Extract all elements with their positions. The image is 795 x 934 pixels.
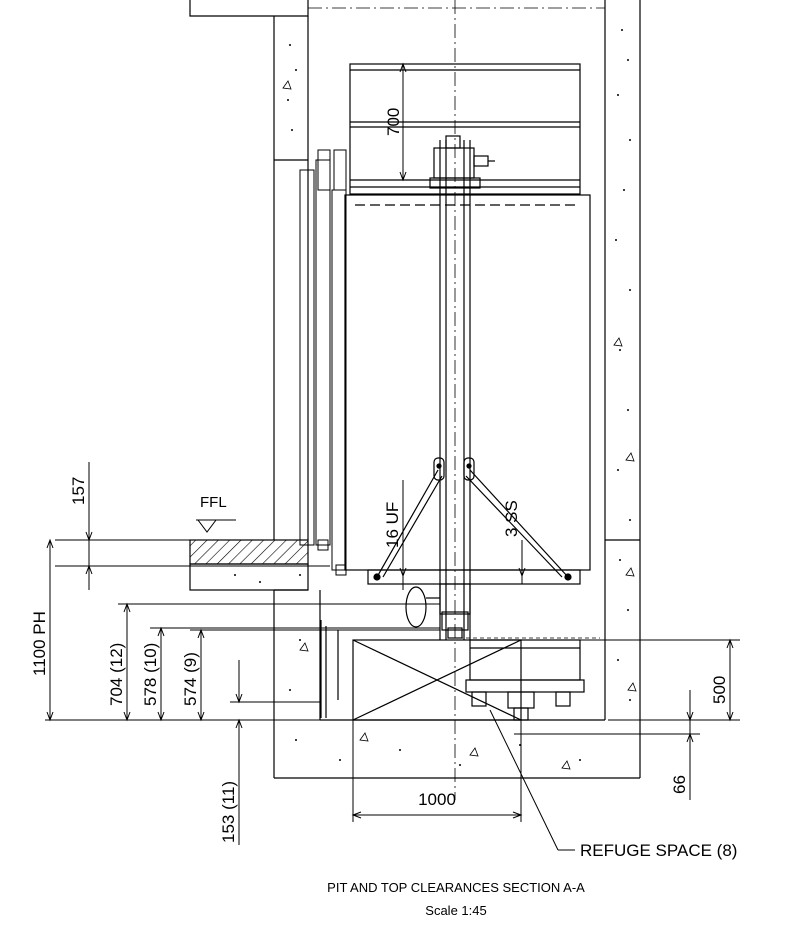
dim-1000-label: 1000 — [418, 790, 456, 809]
dim-16uf-label: 16 UF — [383, 502, 402, 548]
refuge-space-label: REFUGE SPACE (8) — [580, 841, 737, 860]
shaft-walls — [189, 0, 641, 779]
drawing-title: PIT AND TOP CLEARANCES SECTION A-A — [327, 880, 585, 895]
dim-157-label: 157 — [69, 477, 88, 505]
dim-1100ph-label: 1100 PH — [30, 611, 49, 676]
elevator-car — [344, 63, 591, 640]
landing-floor-slab — [189, 539, 309, 591]
ffl-marker: FFL — [196, 494, 236, 533]
dim-66-label: 66 — [670, 775, 689, 794]
concrete-triangles — [282, 80, 637, 770]
dim-704-label: 704 (12) — [107, 643, 126, 706]
dim-3ss-label: 3 SS — [502, 500, 521, 537]
ffl-label: FFL — [200, 494, 227, 511]
dim-153-label: 153 (11) — [219, 781, 238, 843]
dim-578-label: 578 (10) — [141, 643, 160, 706]
dim-574-label: 574 (9) — [181, 652, 200, 706]
dim-500-label: 500 — [710, 676, 729, 704]
drawing-scale: Scale 1:45 — [425, 903, 486, 918]
pit-equipment — [320, 620, 585, 721]
dim-700-label: 700 — [384, 108, 403, 136]
dimension-lines — [45, 62, 740, 851]
concrete-texture — [234, 29, 631, 766]
landing-door-assembly — [299, 149, 347, 576]
